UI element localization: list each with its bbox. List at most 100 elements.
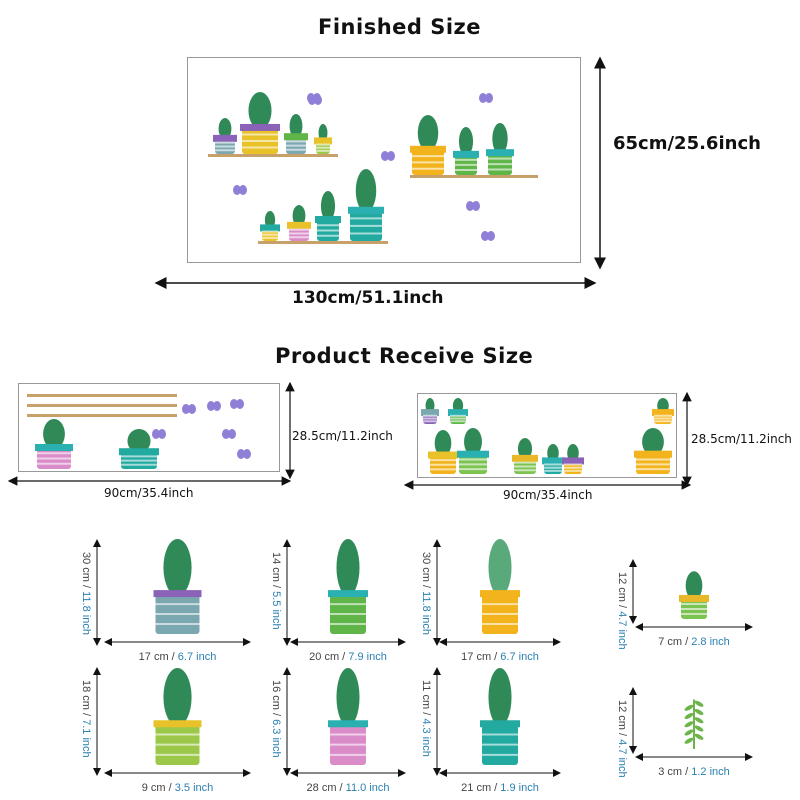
width-inch: 3.5 inch [174, 782, 214, 794]
width-inch: 11.0 inch [345, 782, 390, 794]
cactus-sticker [153, 668, 202, 765]
cactus-sticker [260, 211, 280, 241]
shelf-strip [27, 414, 177, 417]
width-inch: 2.8 inch [691, 636, 730, 648]
butterfly-icon [479, 93, 493, 103]
wall-decal-illustration [208, 92, 538, 244]
height-label: 14 cm / 5.5 inch [270, 552, 282, 630]
height-inch: 7.1 inch [80, 719, 92, 758]
width-label: 17 cm / 6.7 inch [139, 651, 217, 663]
height-label: 12 cm / 4.7 inch [616, 572, 628, 650]
height-cm: 16 cm / [270, 680, 282, 720]
height-inch: 4.7 inch [616, 611, 628, 650]
height-label: 12 cm / 4.7 inch [616, 700, 628, 778]
height-cm: 12 cm / [616, 572, 628, 612]
width-cm: 17 cm / [461, 651, 501, 663]
height-label: 30 cm / 11.8 inch [80, 552, 92, 635]
shelf [410, 175, 538, 178]
cactus-sticker [410, 115, 446, 175]
cactus-sticker [453, 127, 479, 175]
cactus-sticker [315, 191, 341, 241]
sheet-1-illustration [27, 394, 251, 469]
butterfly-icon [237, 449, 251, 459]
height-inch: 11.8 inch [80, 591, 92, 635]
cactus-sticker [314, 124, 332, 154]
cactus-sticker [512, 438, 538, 474]
width-inch: 1.9 inch [500, 782, 539, 794]
width-cm: 28 cm / [306, 782, 346, 794]
width-cm: 17 cm / [138, 651, 178, 663]
height-inch: 4.3 inch [420, 718, 432, 757]
cactus-sticker [348, 169, 384, 241]
cactus-sticker [287, 205, 311, 241]
sheet-1-width-label: 90cm/35.4inch [104, 486, 194, 500]
cactus-sticker [457, 428, 489, 474]
finished-size-title: Finished Size [318, 15, 482, 39]
butterfly-icon [222, 429, 236, 439]
height-inch: 5.5 inch [270, 591, 282, 630]
butterfly-icon [466, 201, 480, 211]
cactus-sticker [562, 444, 584, 474]
width-inch: 6.7 inch [177, 651, 217, 663]
cactus-sticker [328, 539, 368, 634]
butterfly-icon [152, 429, 166, 439]
height-cm: 30 cm / [80, 552, 92, 592]
cactus-sticker [634, 428, 672, 474]
butterfly-icon [307, 93, 321, 103]
finished-height-label: 65cm/25.6inch [613, 133, 761, 154]
width-cm: 7 cm / [658, 636, 692, 648]
shelf [208, 154, 338, 157]
cactus-sticker [480, 539, 520, 634]
sheet-1-height-label: 28.5cm/11.2inch [292, 429, 393, 443]
width-label: 21 cm / 1.9 inch [461, 782, 539, 794]
sheet-2-illustration [421, 398, 674, 474]
cactus-sticker [486, 123, 514, 175]
height-label: 30 cm / 11.8 inch [420, 552, 432, 635]
cactus-sticker [542, 444, 564, 474]
width-label: 3 cm / 1.2 inch [658, 766, 730, 778]
width-label: 9 cm / 3.5 inch [142, 782, 214, 794]
height-cm: 14 cm / [270, 552, 282, 592]
shelf-strip [27, 404, 177, 407]
butterfly-icon [381, 151, 395, 161]
sheet-2-image [417, 393, 677, 478]
cactus-sticker [119, 429, 159, 469]
height-label: 11 cm / 4.3 inch [420, 680, 432, 757]
height-inch: 11.8 inch [420, 591, 432, 635]
cactus-sticker [480, 668, 520, 765]
butterfly-icon [233, 185, 247, 195]
cactus-sticker [652, 398, 674, 424]
width-inch: 6.7 inch [500, 651, 539, 663]
butterfly-icon [182, 404, 196, 414]
height-cm: 11 cm / [420, 680, 432, 719]
cactus-sticker [153, 539, 202, 634]
finished-preview-image [187, 57, 581, 263]
width-cm: 20 cm / [309, 651, 349, 663]
cactus-sticker [284, 114, 308, 154]
butterfly-icon [481, 231, 495, 241]
width-label: 20 cm / 7.9 inch [309, 651, 387, 663]
cactus-sticker [35, 419, 73, 469]
width-cm: 3 cm / [658, 766, 692, 778]
sheet-2-width-label: 90cm/35.4inch [503, 488, 593, 502]
cactus-sticker [448, 398, 468, 424]
butterfly-icon [230, 399, 244, 409]
height-inch: 6.3 inch [270, 719, 282, 758]
height-cm: 18 cm / [80, 680, 92, 720]
width-cm: 21 cm / [461, 782, 501, 794]
width-label: 7 cm / 2.8 inch [658, 636, 730, 648]
sheet-2-height-label: 28.5cm/11.2inch [691, 432, 792, 446]
butterfly-icon [207, 401, 221, 411]
finished-width-label: 130cm/51.1inch [292, 288, 444, 308]
width-label: 17 cm / 6.7 inch [461, 651, 539, 663]
height-cm: 12 cm / [616, 700, 628, 740]
shelf [258, 241, 388, 244]
height-cm: 30 cm / [420, 552, 432, 592]
cactus-sticker [328, 668, 368, 765]
shelf-strip [27, 394, 177, 397]
width-cm: 9 cm / [141, 782, 175, 794]
cactus-sticker [428, 430, 458, 474]
width-label: 28 cm / 11.0 inch [307, 782, 390, 794]
cactus-sticker [679, 571, 709, 619]
